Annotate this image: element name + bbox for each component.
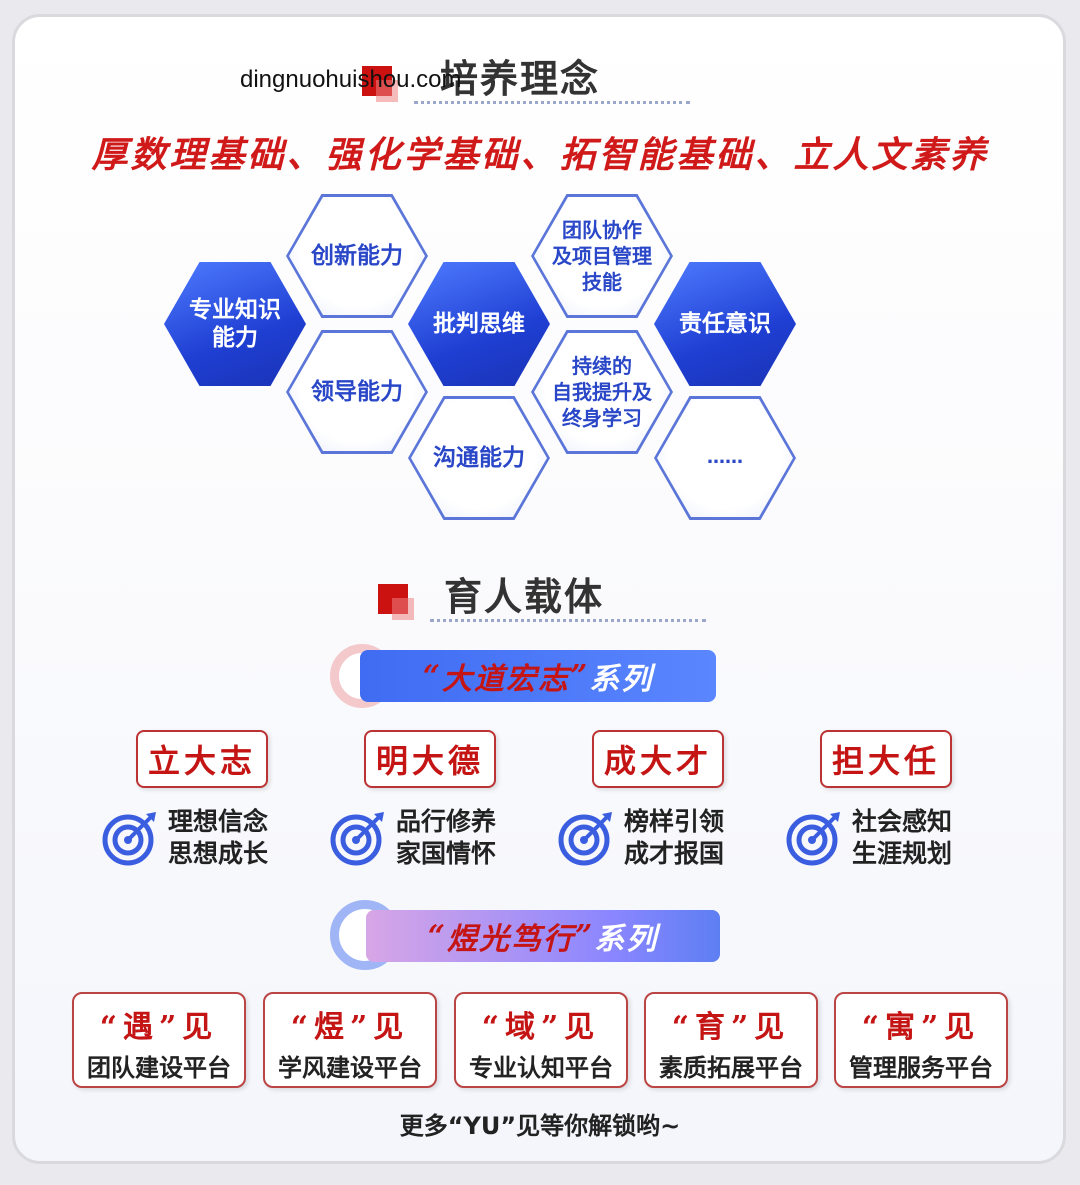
footer-text: 更多“YU”见等你解锁哟~	[399, 1112, 681, 1140]
pillar-line: 家国情怀	[396, 839, 497, 868]
platform-key: “煜”见	[290, 1010, 410, 1045]
content-card	[12, 14, 1066, 1164]
pillar-title: 立大志	[136, 730, 268, 788]
hex-more: ……	[654, 396, 796, 520]
hex-responsibility: 责任意识	[654, 262, 796, 386]
pillar-line: 生涯规划	[852, 839, 953, 868]
pillar-line: 思想成长	[168, 839, 269, 868]
target-icon	[558, 812, 612, 866]
platform-name: 管理服务平台	[849, 1054, 993, 1082]
platform-card: “煜”见 学风建设平台	[263, 992, 437, 1088]
pillar-line: 社会感知	[852, 807, 953, 836]
platform-name: 学风建设平台	[278, 1054, 422, 1082]
pillar-line: 理想信念	[168, 807, 269, 836]
pillar-title: 担大任	[820, 730, 952, 788]
platform-key: “寓”见	[861, 1010, 981, 1045]
title-underline	[414, 101, 690, 104]
slogan: 厚数理基础、强化学基础、拓智能基础、立人文素养	[91, 134, 989, 176]
platform-name: 素质拓展平台	[659, 1054, 803, 1082]
section-title-carriers: 育人载体	[444, 575, 605, 619]
platform-card: “遇”见 团队建设平台	[72, 992, 246, 1088]
watermark-text: dingnuohuishou.com	[240, 66, 462, 93]
platform-name: 团队建设平台	[87, 1054, 231, 1082]
title-underline	[430, 619, 706, 622]
platform-name: 专业认知平台	[469, 1054, 613, 1082]
series-banner-dadao: “大道宏志”系列	[360, 650, 716, 702]
platform-key: “域”见	[481, 1010, 601, 1045]
platform-card: “寓”见 管理服务平台	[834, 992, 1008, 1088]
target-icon	[786, 812, 840, 866]
section-title-philosophy: 培养理念	[440, 57, 601, 101]
hex-lifelong-learning: 持续的自我提升及终身学习	[531, 330, 673, 454]
platform-key: “遇”见	[99, 1010, 219, 1045]
target-icon	[330, 812, 384, 866]
platform-card: “域”见 专业认知平台	[454, 992, 628, 1088]
pillar-title: 明大德	[364, 730, 496, 788]
pillar-title: 成大才	[592, 730, 724, 788]
pillar-line: 成才报国	[624, 839, 725, 868]
section-marker-icon	[378, 584, 414, 620]
platform-card: “育”见 素质拓展平台	[644, 992, 818, 1088]
target-icon	[102, 812, 156, 866]
hex-teamwork: 团队协作及项目管理技能	[531, 194, 673, 318]
series-banner-yuguang: “煜光笃行”系列	[366, 910, 720, 962]
pillar-line: 榜样引领	[624, 807, 725, 836]
pillar-line: 品行修养	[396, 807, 497, 836]
section-marker-icon	[362, 66, 398, 102]
platform-key: “育”见	[671, 1010, 791, 1045]
